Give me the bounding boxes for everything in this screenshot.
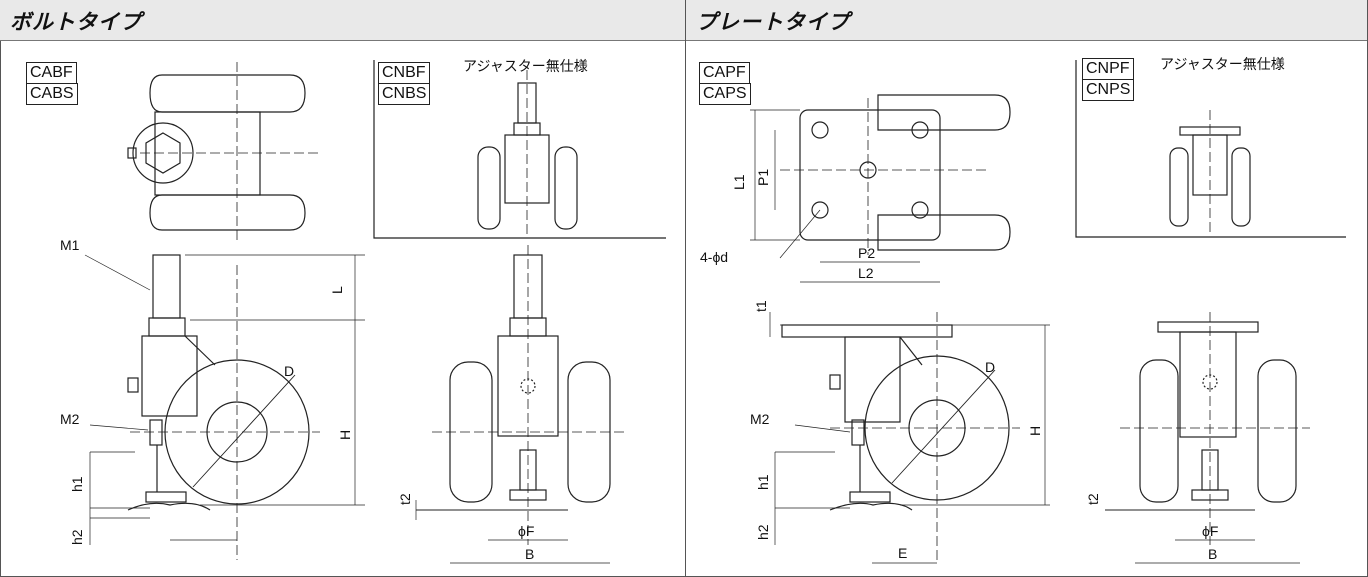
model-label-cnbf: CNBF <box>378 62 430 84</box>
plate-front-view <box>1105 312 1310 564</box>
section-divider <box>685 0 686 577</box>
dim-t1-plate: t1 <box>753 300 769 312</box>
bolt-side-view <box>84 254 365 560</box>
dim-phif-plate: ϕF <box>1202 523 1218 539</box>
dim-m2-plate: M2 <box>750 411 770 427</box>
bolt-front-view <box>415 245 625 564</box>
dim-d-plate: D <box>985 359 995 375</box>
dim-d-bolt: D <box>284 363 294 379</box>
dim-h1-plate: h1 <box>755 474 771 490</box>
plate-no-adjuster-note: アジャスター無仕様 <box>1160 56 1285 72</box>
dim-h1-bolt: h1 <box>69 476 85 492</box>
dim-hole-plate: 4-ϕd <box>700 249 728 265</box>
bolt-no-adjuster-note: アジャスター無仕様 <box>463 58 588 74</box>
model-label-capf: CAPF <box>699 62 750 84</box>
dim-b-plate: B <box>1208 546 1217 562</box>
model-label-cnps: CNPS <box>1082 79 1135 101</box>
dim-p1-plate: P1 <box>755 169 771 186</box>
plate-side-view <box>769 312 1050 564</box>
dim-t2-bolt: t2 <box>397 493 413 505</box>
dim-b-bolt: B <box>525 546 534 562</box>
bolt-sub-frame <box>373 60 666 239</box>
dim-p2-plate: P2 <box>858 245 875 261</box>
model-label-cnpf: CNPF <box>1082 58 1134 80</box>
dim-l-bolt: L <box>329 286 345 294</box>
dim-t2-plate: t2 <box>1085 493 1101 505</box>
dim-l2-plate: L2 <box>858 265 874 281</box>
dim-m1-bolt: M1 <box>60 237 80 253</box>
plate-sub-frame <box>1075 60 1346 238</box>
dim-h2-plate: h2 <box>755 524 771 540</box>
bolt-sub-top-view <box>477 70 578 235</box>
model-label-cabf: CABF <box>26 62 77 84</box>
plate-type-header: プレートタイプ <box>686 0 1367 41</box>
dim-m2-bolt: M2 <box>60 411 80 427</box>
model-label-cnbs: CNBS <box>378 83 431 105</box>
plate-top-view <box>750 94 1011 283</box>
model-label-caps: CAPS <box>699 83 751 105</box>
plate-sub-top-view <box>1169 110 1251 232</box>
dim-h-plate: H <box>1027 426 1043 436</box>
plate-type-title: プレートタイプ <box>696 11 850 34</box>
dim-e-plate: E <box>898 545 907 561</box>
bolt-top-view <box>127 62 320 240</box>
model-label-cabs: CABS <box>26 83 78 105</box>
bolt-type-header: ボルトタイプ <box>0 0 685 41</box>
dim-phif-bolt: ϕF <box>518 523 534 539</box>
dim-h2-bolt: h2 <box>69 529 85 545</box>
dim-l1-plate: L1 <box>731 174 747 190</box>
bolt-type-title: ボルトタイプ <box>10 11 142 34</box>
dim-h-bolt: H <box>337 430 353 440</box>
